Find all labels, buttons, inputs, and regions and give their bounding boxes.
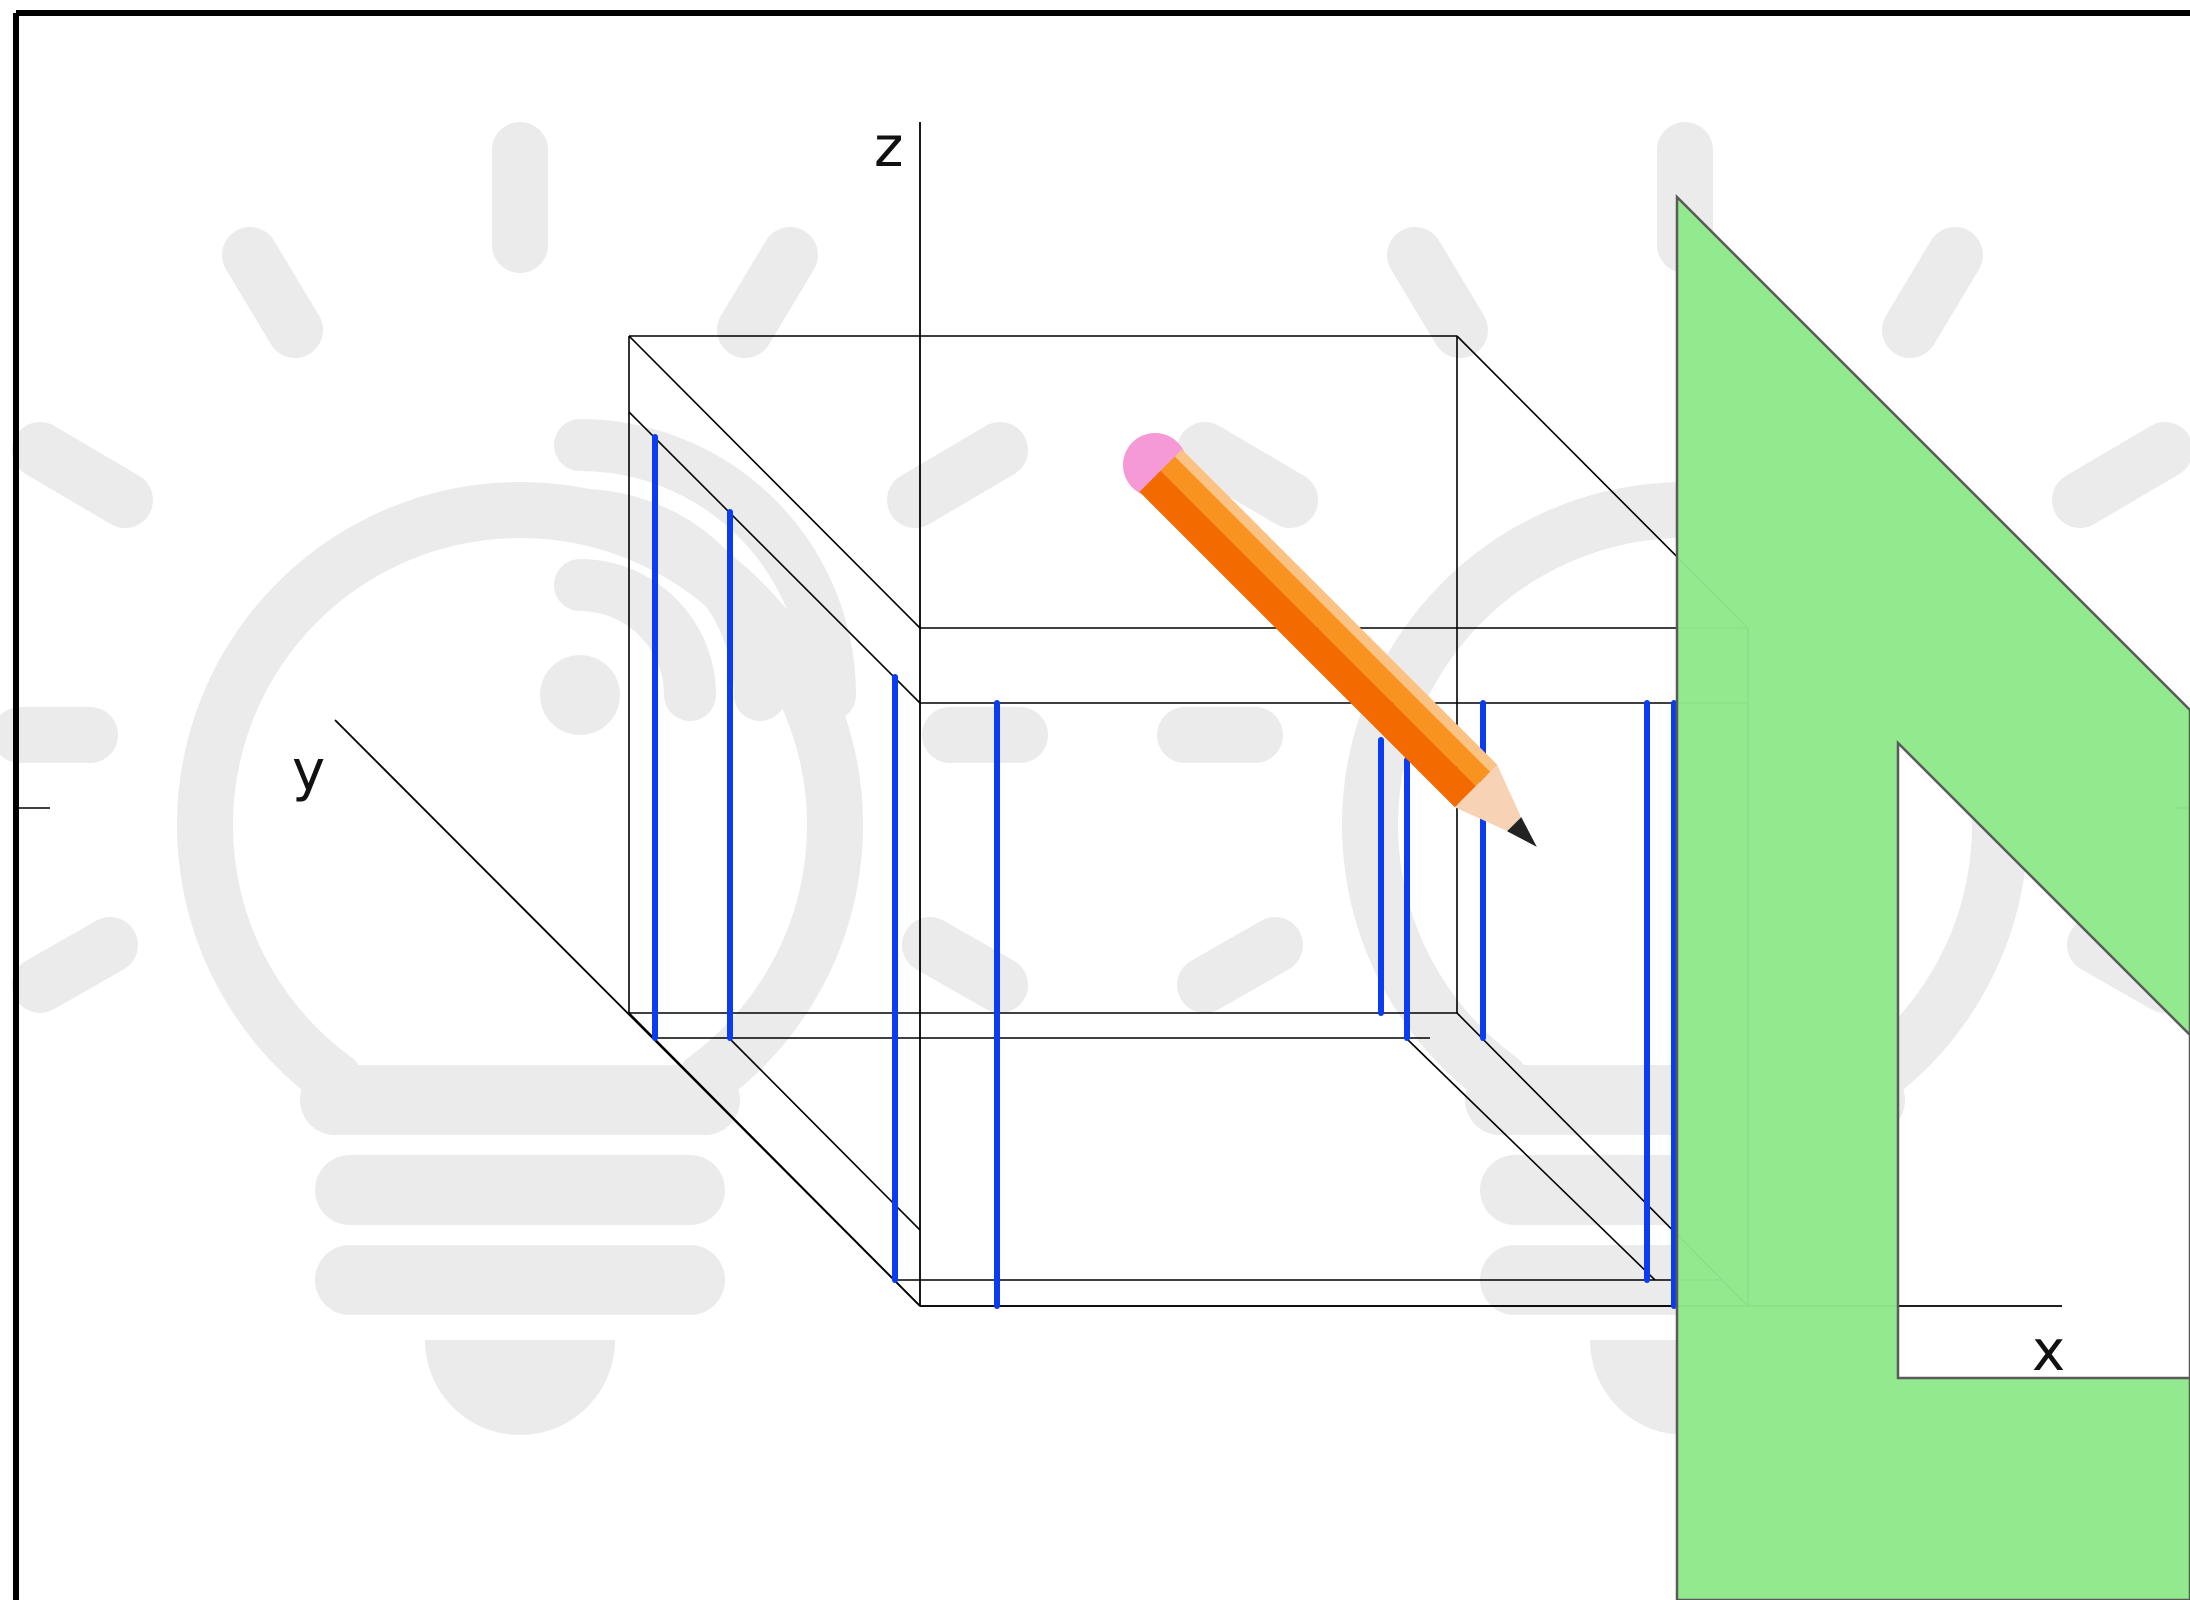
watermark-ray (2052, 422, 2190, 528)
inner-box-edge (628, 411, 921, 704)
pencil-icon (1123, 433, 1537, 847)
outer-box-edge (628, 335, 921, 629)
pencil-wood-tip (1454, 764, 1533, 843)
watermark-ray (887, 422, 1028, 528)
watermark-ray (1177, 917, 1303, 1013)
set-square-icon (1675, 193, 2190, 1600)
y-axis-label: y (292, 739, 325, 804)
watermark-bulb-outline (177, 482, 863, 1108)
inner-box-wireframe (628, 411, 1748, 1307)
inner-box-edge (728, 1037, 921, 1231)
set-square-body (1675, 193, 2190, 1600)
watermark-wifi-arc (554, 419, 856, 721)
watermark-ray (902, 917, 1028, 1013)
pencil-lead-tip (1507, 817, 1537, 847)
z-axis-label: z (874, 115, 903, 180)
watermark-ray (222, 227, 323, 358)
pencil-body (1160, 449, 1498, 787)
pencil-eraser (1123, 433, 1187, 497)
watermark-bulb-cap (425, 1340, 615, 1435)
watermark-wifi-dot (540, 655, 620, 735)
pencil-body-highlight (1174, 449, 1498, 772)
hatch-lines (652, 434, 1677, 1309)
watermark-ray (12, 917, 138, 1013)
watermark-ray (1882, 227, 1983, 358)
watermark-wifi-arc (554, 489, 786, 721)
x-axis-label: x (2032, 1319, 2065, 1384)
watermark-ray (12, 422, 153, 528)
watermark-ray (1387, 227, 1488, 358)
watermark-ray (1177, 422, 1318, 528)
inner-box-edge (652, 1037, 921, 1307)
inner-box-edge (1405, 1037, 1656, 1281)
pencil-body-dark (1139, 470, 1477, 808)
watermark-ray (717, 227, 818, 358)
